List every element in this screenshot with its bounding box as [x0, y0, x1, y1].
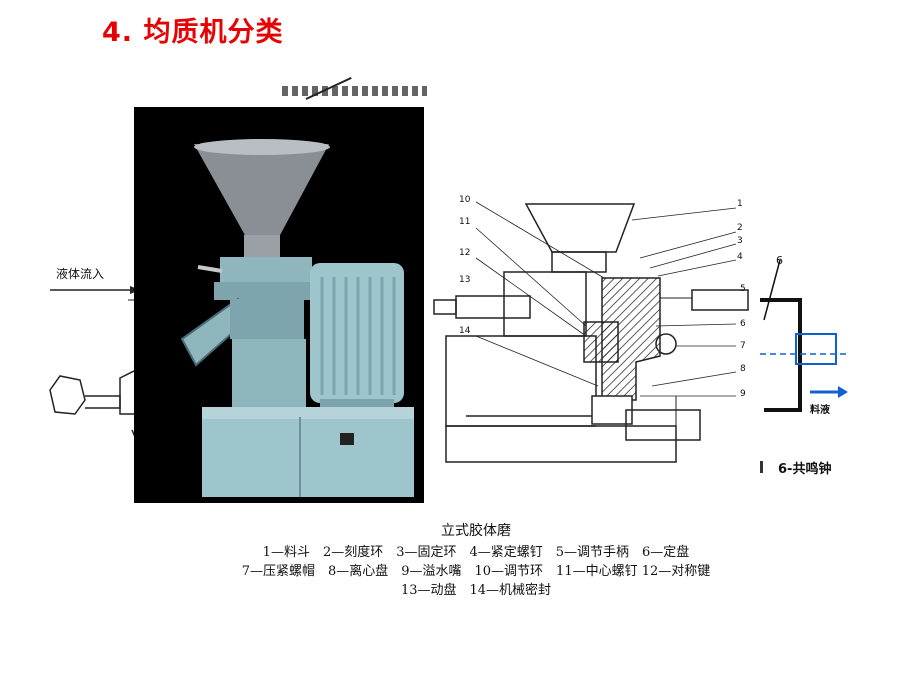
callout-11: 11 — [459, 217, 471, 227]
callout-9: 9 — [740, 389, 746, 399]
rotor-section — [583, 321, 619, 363]
callout-3: 3 — [737, 236, 743, 246]
nozzle-part — [795, 333, 837, 365]
caption-legend-line: 7—压紧螺帽 8—离心盘 9—溢水嘴 10—调节环 11—中心螺钉 12—对称键 — [241, 564, 711, 579]
callout-13: 13 — [459, 275, 471, 285]
liquid-out-label: 料液 — [810, 405, 830, 416]
callout-2: 2 — [737, 223, 743, 233]
right-bell-figure — [760, 259, 850, 412]
figure-caption: 立式胶体磨 1—料斗 2—刻度环 3—固定环 4—紧定螺钉 5—调节手柄 6—定… — [176, 520, 776, 600]
slide-title: 4. 均质机分类 — [102, 17, 284, 48]
callout-14: 14 — [459, 326, 471, 336]
bell-caption: 6-共鸣钟 — [778, 462, 832, 477]
callout-6: 6 — [740, 319, 746, 329]
machine-base — [202, 407, 414, 497]
caption-legend-line: 13—动盘 14—机械密封 — [400, 583, 552, 598]
diagram-hopper — [524, 203, 636, 253]
mill-body — [232, 339, 306, 419]
caption-marker — [760, 461, 763, 473]
colloid-mill-photo — [134, 107, 424, 503]
hopper — [194, 144, 329, 237]
colloid-mill-diagram — [426, 186, 760, 464]
bell-outline — [760, 298, 802, 412]
faint-header-bar — [282, 86, 427, 96]
callout-4: 4 — [737, 252, 743, 262]
bolt-head-shape — [49, 375, 86, 415]
flow-in-label: 液体流入 — [56, 267, 105, 281]
caption-title: 立式胶体磨 — [441, 523, 511, 539]
callout-5: 5 — [740, 284, 746, 294]
callout-12: 12 — [459, 248, 471, 258]
caption-legend-line: 1—料斗 2—刻度环 3—固定环 4—紧定螺钉 5—调节手柄 6—定盘 — [262, 545, 690, 560]
bell-part-number: 6 — [776, 254, 783, 267]
callout-1: 1 — [737, 199, 743, 209]
callout-10: 10 — [459, 195, 471, 205]
callout-7: 7 — [740, 341, 746, 351]
callout-8: 8 — [740, 364, 746, 374]
